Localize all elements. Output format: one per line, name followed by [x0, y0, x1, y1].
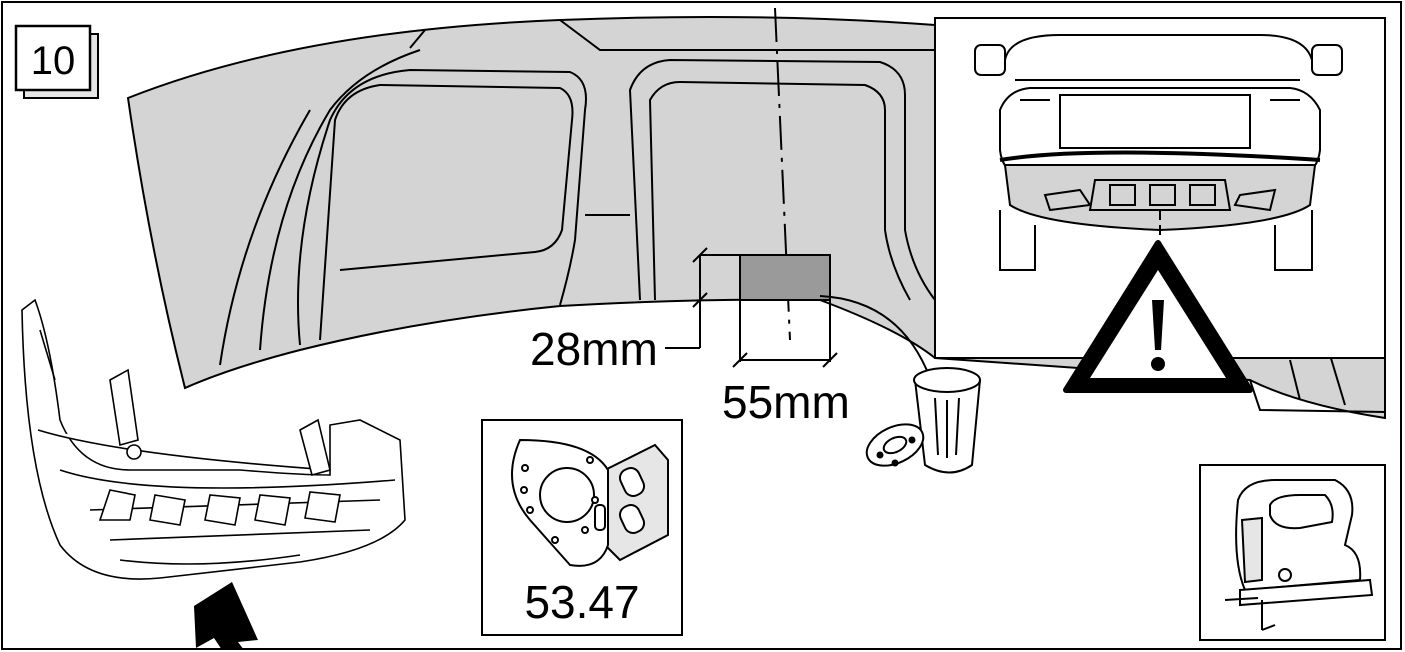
jigsaw-icon [1224, 479, 1374, 631]
step-number: 10 [31, 39, 76, 83]
part-box: 53.47 [481, 419, 683, 636]
width-dimension [732, 300, 838, 368]
warning-triangle-icon [1063, 240, 1253, 393]
height-label: 28mm [530, 323, 658, 375]
waste-leader [819, 295, 931, 379]
part-number: 53.47 [524, 576, 639, 628]
bumper-overview [21, 298, 406, 580]
arrow-icon [194, 582, 258, 650]
step-badge [14, 24, 99, 99]
cutout-area [739, 254, 831, 301]
bracket-icon [511, 438, 669, 567]
width-label: 55mm [722, 376, 850, 428]
height-dimension [665, 247, 740, 349]
tool-box [1199, 464, 1386, 641]
waste-bin-icon [865, 367, 982, 474]
